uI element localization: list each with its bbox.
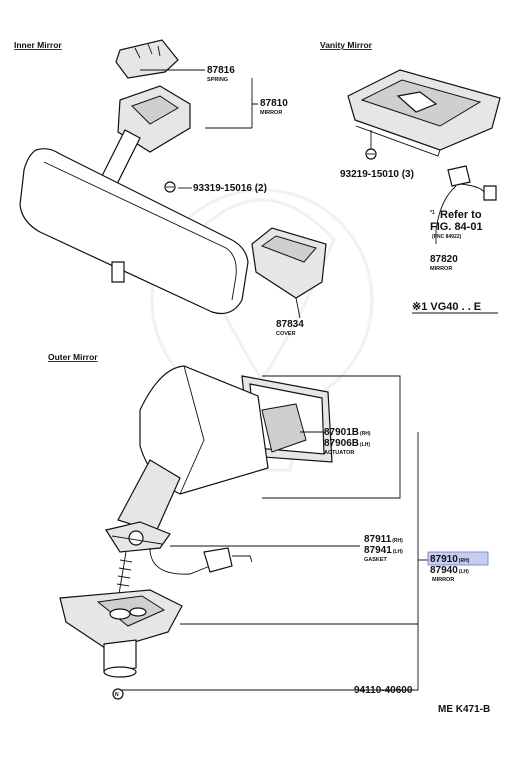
part-name-mirror-inner: MIRROR: [260, 110, 282, 116]
refer-pnc-text: (PNC 84922): [432, 234, 462, 240]
part-suffix-87906: (LH): [360, 442, 370, 448]
nut-symbol: N: [115, 692, 119, 698]
part-name-spring: SPRING: [207, 77, 228, 83]
engine-note: ※1 VG40 . . E: [412, 301, 481, 313]
leader-94110: [122, 432, 419, 691]
part-name-mirror-outer: MIRROR: [432, 577, 454, 583]
part-number-93319: 93319-15016 (2): [193, 183, 267, 194]
part-number-87834: 87834: [276, 319, 304, 330]
part-number-87941-text: 87941: [364, 545, 392, 556]
part-number-87910-text: 87910: [430, 554, 458, 565]
section-title-outer-mirror: Outer Mirror: [48, 352, 98, 362]
part-suffix-87901: (RH): [360, 431, 371, 437]
refer-to-text: Refer to: [440, 209, 482, 221]
diagram-code: ME K471-B: [438, 704, 490, 715]
part-number-87941: 87941(LH): [364, 545, 403, 556]
highlight-87910[interactable]: [427, 551, 489, 566]
part-suffix-87941: (LH): [393, 549, 403, 555]
part-number-87906: 87906B(LH): [324, 438, 370, 449]
part-number-87910[interactable]: 87910(RH): [430, 554, 470, 565]
part-name-cover: COVER: [276, 331, 296, 337]
part-number-87901-text: 87901B: [324, 427, 359, 438]
cover-drawing: [251, 227, 327, 299]
part-suffix-87940: (LH): [459, 569, 469, 575]
part-number-87901: 87901B(RH): [324, 427, 371, 438]
outer-mirror-drawing: N: [59, 365, 333, 700]
part-number-87911: 87911(RH): [364, 534, 403, 545]
part-suffix-87910: (RH): [459, 558, 470, 564]
part-number-87820: 87820: [430, 254, 458, 265]
leader-bracket-actuator: [262, 375, 401, 499]
part-number-87810: 87810: [260, 98, 288, 109]
part-suffix-87911: (RH): [392, 538, 403, 544]
part-number-87911-text: 87911: [364, 534, 392, 545]
section-title-vanity-mirror: Vanity Mirror: [320, 40, 373, 50]
part-number-87906-text: 87906B: [324, 438, 359, 449]
part-name-mirror-vanity: MIRROR: [430, 266, 452, 272]
refer-figure-text: FIG. 84-01: [430, 221, 483, 233]
part-number-87940: 87940(LH): [430, 565, 469, 576]
part-name-actuator: ACTUATOR: [324, 450, 354, 456]
part-number-93219: 93219-15010 (3): [340, 169, 414, 180]
part-number-94110: 94110-40600: [354, 685, 413, 696]
part-name-gasket: GASKET: [364, 557, 388, 563]
part-number-87940-text: 87940: [430, 565, 458, 576]
section-title-inner-mirror: Inner Mirror: [14, 40, 62, 50]
leader-87834: [295, 297, 301, 319]
vanity-mirror-drawing: [347, 69, 501, 244]
leader-87810: [205, 78, 258, 129]
inner-mirror-drawing: [19, 39, 249, 315]
part-number-87816: 87816: [207, 65, 235, 76]
refer-mark: *1: [430, 210, 435, 216]
